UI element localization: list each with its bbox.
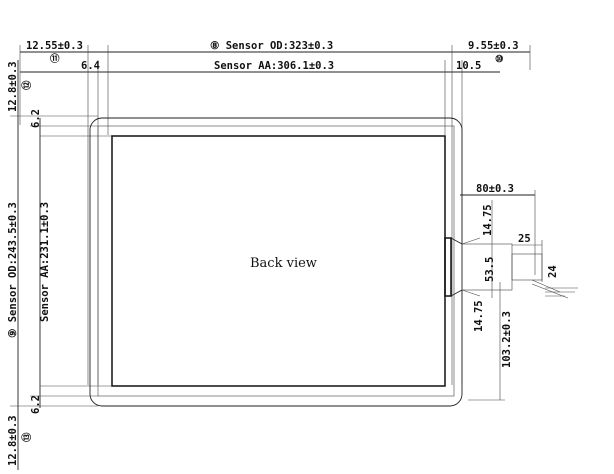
marker-13: ⑬	[21, 432, 33, 442]
dim-right-margin-top: 9.55±0.3	[468, 40, 519, 52]
marker-10: ⑩	[495, 54, 504, 65]
inner-frame	[97, 125, 455, 397]
dim-sensor-od-width: ⑧ Sensor OD:323±0.3	[210, 40, 333, 52]
dim-sensor-aa-width: Sensor AA:306.1±0.3	[214, 60, 334, 72]
dim-fpc-lower-offset: 14.75	[473, 300, 485, 332]
dim-top-margin-left: 12.8±0.3	[7, 61, 19, 112]
dim-fpc-vertical-position: 103.2±0.3	[501, 311, 513, 368]
marker-11: ⑪	[50, 53, 60, 65]
marker-12: ⑫	[21, 80, 33, 90]
dim-fpc-tail-width: 25	[518, 233, 531, 245]
dim-bottom-margin-left: 12.8±0.3	[7, 415, 19, 466]
dim-fpc-upper-offset: 14.75	[482, 204, 494, 236]
connector-note-lines	[545, 287, 578, 297]
dim-left-margin-top: 12.55±0.3	[26, 40, 83, 52]
dim-fpc-connector-height: 24	[547, 265, 559, 278]
dim-top-gap: 6.2	[30, 109, 42, 128]
dim-sensor-od-height: ⑨ Sensor OD:243.5±0.3	[7, 202, 19, 338]
left-dimensions	[10, 60, 112, 470]
dim-aa-left-offset: 6.4	[81, 60, 100, 72]
back-view-label: Back view	[250, 256, 317, 271]
dim-fpc-length: 80±0.3	[476, 183, 514, 195]
dim-bottom-gap: 6.2	[30, 395, 42, 414]
dim-fpc-root-width: 53.5	[484, 257, 496, 282]
dim-sensor-aa-height: Sensor AA:231.1±0.3	[39, 202, 51, 322]
fpc-cable	[444, 190, 569, 401]
top-dimensions	[19, 45, 531, 385]
dim-aa-right-offset: 10.5	[456, 60, 481, 72]
